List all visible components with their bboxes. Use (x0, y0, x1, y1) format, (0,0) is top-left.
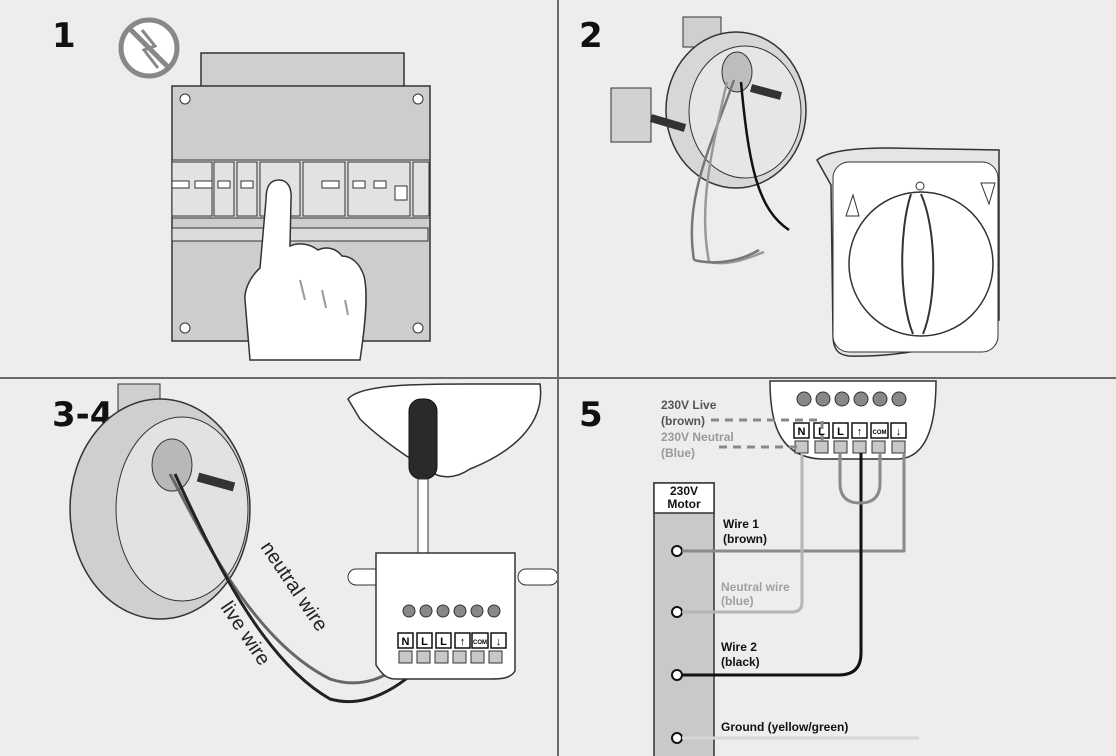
motor-wires (682, 453, 919, 740)
relay-module (347, 552, 557, 680)
neutral-wire-label: neutral wire (256, 537, 332, 635)
wiring-diagram: N L L ↑ COM ↓ 230V Live (brown) 230V Neu… (653, 380, 937, 756)
step-5-panel: 5 N L L (559, 379, 1116, 756)
panel-divider-horizontal (0, 377, 1116, 379)
wire-2-label: Wire 2 (721, 640, 757, 654)
step-3-4-illustration: neutral wire live wire (69, 383, 557, 704)
supply-neutral-label: 230V Neutral (661, 430, 734, 444)
step-2-panel: 2 (559, 0, 1116, 377)
step-1-illustration (118, 17, 431, 361)
motor-block (653, 482, 715, 756)
module-terminal-labels: N L L ↑ COM ↓ (793, 422, 907, 439)
terminal-label: COM (473, 640, 487, 646)
wire-1-label: Wire 1 (723, 517, 759, 531)
wire-2-color: (black) (721, 655, 760, 669)
terminal-label: N (798, 426, 806, 438)
terminal-label: L (818, 426, 825, 438)
pointing-hand (244, 179, 367, 361)
hand (347, 383, 542, 478)
terminal-label: COM (873, 430, 887, 436)
step-1-panel: 1 (0, 0, 557, 377)
module-terminal-labels: N L L ↑ COM ↓ (397, 632, 507, 649)
terminal-label: L (837, 426, 844, 438)
terminal-label: ↑ (857, 426, 863, 438)
supply-neutral-color: (Blue) (661, 446, 695, 460)
ground-wire-label: Ground (yellow/green) (721, 720, 848, 734)
terminal-label: ↓ (496, 636, 502, 648)
neutral-wire-label: Neutral wire (721, 580, 790, 594)
terminal-label: L (440, 636, 447, 648)
junction-box (69, 383, 251, 620)
relay-module (769, 380, 937, 460)
supply-live-label: 230V Live (661, 398, 717, 412)
step-1-number: 1 (52, 16, 76, 56)
step-3-4-panel: 3-4 neutral wire live wire (0, 379, 557, 756)
wire-1-color: (brown) (723, 532, 767, 546)
terminal-label: ↓ (896, 426, 902, 438)
step-5-number: 5 (579, 395, 603, 435)
connection-wires (168, 473, 432, 704)
junction-box (610, 16, 807, 189)
motor-header: 230V (670, 484, 698, 498)
no-power-icon (118, 17, 180, 79)
wall-switch (816, 147, 1000, 357)
supply-live-color: (brown) (661, 414, 705, 428)
step-2-illustration (610, 16, 1000, 357)
terminal-label: N (402, 636, 410, 648)
step-2-number: 2 (579, 16, 603, 56)
supply-wires (690, 79, 790, 265)
neutral-wire-color: (blue) (721, 594, 754, 608)
terminal-label: ↑ (460, 636, 466, 648)
terminal-label: L (421, 636, 428, 648)
motor-header-sub: Motor (667, 497, 701, 511)
